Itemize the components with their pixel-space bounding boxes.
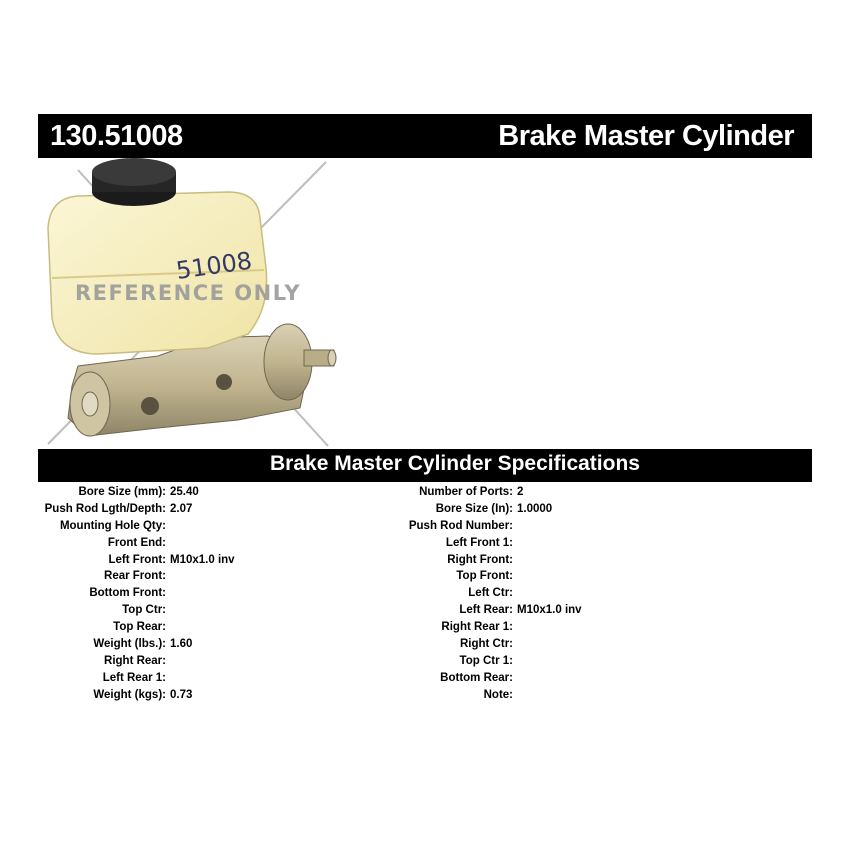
spec-label: Top Front: [456,570,513,583]
spec-row-left: Rear Front: [0,568,166,585]
spec-label: Top Ctr: [122,604,166,617]
spec-value: 2.07 [170,502,193,515]
spec-value: 1.60 [170,638,193,651]
spec-row-right: Bore Size (In): 1.0000 [0,501,553,518]
spec-label: Front End: [107,536,166,549]
spec-label: Left Front 1: [445,536,513,549]
spec-row-right: Left Ctr: [0,585,513,602]
spec-label: Left Rear: [459,604,513,617]
spec-label: Bore Size (In): [435,502,513,515]
title-bar: 130.51008 Brake Master Cylinder [38,114,812,158]
spec-label: Weight (lbs.): [93,638,166,651]
specifications-title: Brake Master Cylinder Specifications [270,452,640,475]
spec-label: Right Front: [447,553,513,566]
spec-row-right: Right Front: [0,552,513,569]
spec-row-right: Right Ctr: [0,636,513,653]
spec-label: Mounting Hole Qty: [59,519,166,532]
spec-row-left: Left Rear 1: [0,670,166,687]
spec-row-right: Right Rear 1: [0,619,513,636]
specifications-bar: Brake Master Cylinder Specifications [38,449,812,482]
spec-row-left: Bottom Front: [0,585,166,602]
part-number: 130.51008 [50,120,183,152]
spec-row-left: Top Ctr: [0,602,166,619]
spec-label: Bottom Front: [89,587,166,600]
spec-row-left: Weight (lbs.): 1.60 [0,636,192,653]
watermark-text: REFERENCE ONLY [75,281,301,305]
spec-row-right: Left Rear: M10x1.0 inv [0,602,581,619]
spec-row-left: Mounting Hole Qty: [0,518,166,535]
spec-label: Right Rear 1: [441,621,513,634]
spec-label: Note: [483,688,513,701]
spec-row-right: Left Front 1: [0,535,513,552]
spec-row-right: Number of Ports: 2 [0,484,523,501]
spec-row-right: Bottom Rear: [0,670,513,687]
spec-value: M10x1.0 inv [170,553,235,566]
spec-row-left: Weight (kgs): 0.73 [0,687,192,704]
spec-row-left: Top Rear: [0,619,166,636]
product-name: Brake Master Cylinder [498,120,794,152]
spec-label: Number of Ports: [419,486,513,498]
spec-label: Push Rod Lgth/Depth: [44,502,166,515]
spec-label: Weight (kgs): [93,688,166,701]
spec-value: 25.40 [170,486,199,498]
spec-row-right: Note: [0,687,513,704]
spec-value: 2 [517,486,524,498]
spec-row-right: Top Front: [0,568,513,585]
spec-label: Top Ctr 1: [459,654,513,667]
spec-value: 0.73 [170,688,193,701]
spec-row-right: Top Ctr 1: [0,653,513,670]
spec-label: Left Ctr: [468,587,513,600]
spec-label: Rear Front: [104,570,166,583]
spec-value: M10x1.0 inv [517,604,582,617]
spec-label: Right Rear: [104,654,166,667]
spec-label: Push Rod Number: [408,519,513,532]
spec-label: Bore Size (mm): [78,486,166,498]
spec-label: Right Ctr: [459,638,513,651]
spec-row-left: Push Rod Lgth/Depth: 2.07 [0,501,193,518]
spec-label: Left Rear 1: [102,671,166,684]
spec-row-right: Push Rod Number: [0,518,513,535]
spec-row-left: Bore Size (mm): 25.40 [0,484,198,501]
spec-row-left: Left Front: M10x1.0 inv [0,552,235,569]
spec-row-left: Right Rear: [0,653,166,670]
spec-label: Top Rear: [113,621,166,634]
product-photo: 51008 REFERENCE ONLY [47,158,337,447]
spec-row-left: Front End: [0,535,166,552]
spec-label: Bottom Rear: [440,671,513,684]
spec-label: Left Front: [108,553,166,566]
spec-value: 1.0000 [517,502,553,515]
